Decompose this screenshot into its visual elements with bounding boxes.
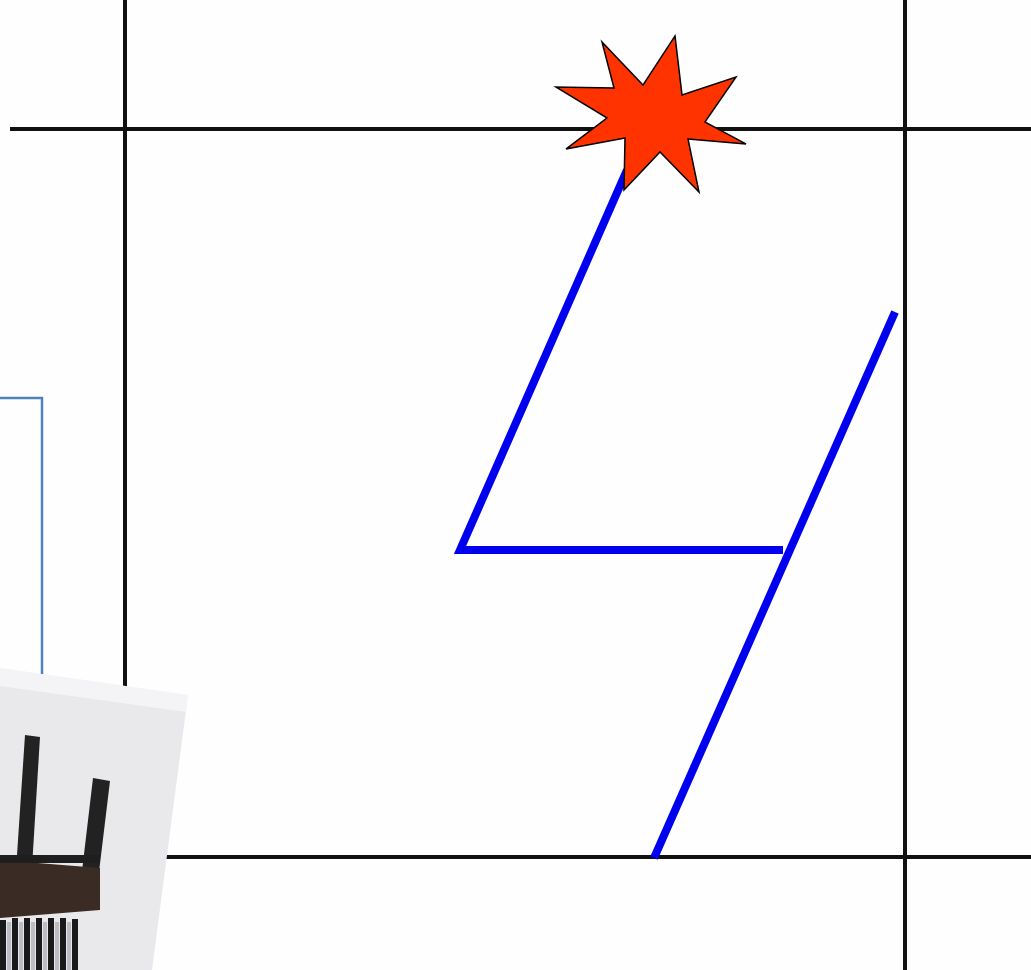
chair-seat	[0, 860, 100, 918]
chair-seat-rail	[0, 855, 100, 863]
